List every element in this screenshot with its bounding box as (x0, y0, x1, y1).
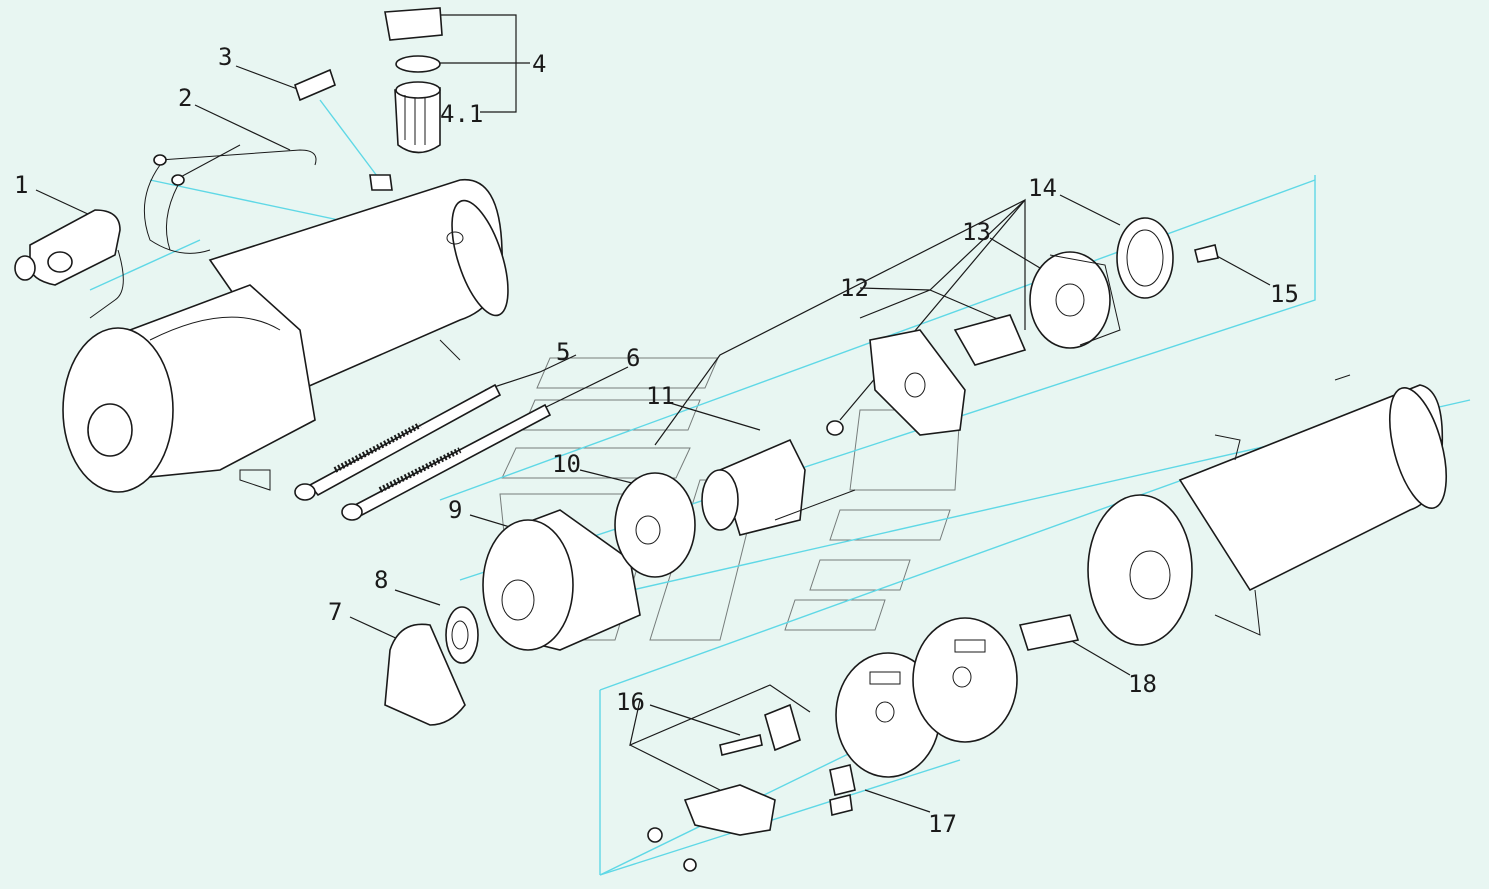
callout-11: 11 (646, 382, 675, 410)
part-5-hose (294, 383, 502, 501)
callout-2: 2 (178, 84, 192, 112)
part-11-blower-motor (701, 420, 856, 536)
callout-5: 5 (556, 338, 570, 366)
callout-18: 18 (1128, 670, 1157, 698)
part-18-sensor (1018, 614, 1080, 651)
callout-16: 16 (616, 688, 645, 716)
callout-10: 10 (552, 450, 581, 478)
callout-17: 17 (928, 810, 957, 838)
part-1-pump (14, 209, 124, 319)
part-9-housing-cover (482, 509, 641, 651)
part-17-glow-pin (829, 764, 856, 816)
callout-14: 14 (1028, 174, 1057, 202)
callout-8: 8 (374, 566, 388, 594)
callout-1: 1 (14, 171, 28, 199)
callout-4: 4 (532, 50, 546, 78)
callout-7: 7 (328, 598, 342, 626)
part-12-control-unit (869, 314, 1027, 436)
part-10-plate (614, 472, 696, 578)
part-6-hose (341, 403, 552, 521)
part-15-screw (1194, 244, 1219, 263)
part-16-fuel-pump (647, 703, 801, 872)
part-13-combustion-chamber (1029, 251, 1121, 349)
heat-exchanger-right (1087, 374, 1447, 646)
callout-13: 13 (962, 218, 991, 246)
callout-labels: 1 2 3 4 4.1 5 6 7 8 9 10 11 12 13 14 15 … (14, 43, 1299, 838)
part-7-end-cap (384, 623, 466, 726)
part-3-clip (294, 68, 393, 191)
callout-9: 9 (448, 496, 462, 524)
callout-6: 6 (626, 344, 640, 372)
main-heater-assembly (62, 178, 509, 493)
part-14-gasket-ring (1116, 217, 1174, 299)
part-8-seal (445, 606, 479, 664)
part-2-fuel-lines (143, 144, 317, 254)
callout-15: 15 (1270, 280, 1299, 308)
part-4-fuel-filter (384, 7, 443, 154)
callout-3: 3 (218, 43, 232, 71)
gasket-plates (835, 617, 1018, 778)
callout-4-1: 4.1 (440, 100, 483, 128)
callout-12: 12 (840, 274, 869, 302)
